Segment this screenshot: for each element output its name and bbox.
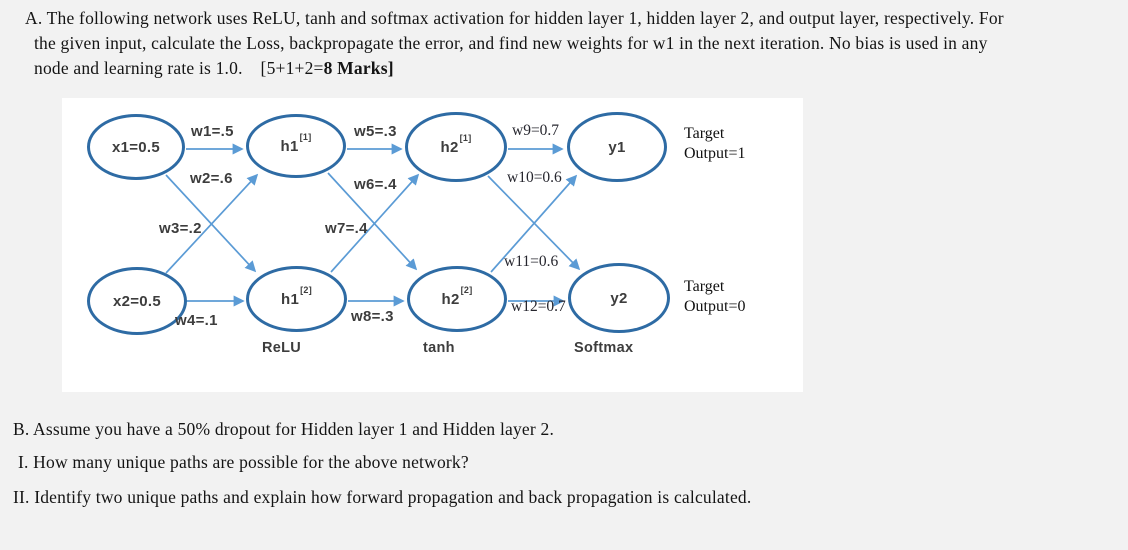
node-x2-label: x2=0.5 <box>112 292 162 310</box>
target-output-y2-line2: Output=0 <box>684 298 746 315</box>
question-a-line-1: A. The following network uses ReLU, tanh… <box>25 8 1004 28</box>
node-h2-2: h2[2] <box>407 266 507 332</box>
node-h1-1-superscript: [1] <box>299 132 312 142</box>
node-y2-label: y2 <box>610 289 628 307</box>
network-diagram: x1=0.5 x2=0.5 h1[1] h1[2] h2[1] h2[2] y1… <box>62 98 803 392</box>
question-a-line-3: node and learning rate is 1.0. [5+1+2=8 … <box>34 56 394 81</box>
node-x1-label: x1=0.5 <box>111 138 161 156</box>
node-h2-2-label: h2 <box>441 290 460 308</box>
target-output-y2-line1: Target <box>684 278 725 295</box>
edge-w2-x1-to-h1-2 <box>165 174 257 273</box>
target-output-y1: Target Output=1 <box>684 124 745 164</box>
target-output-y1-line1: Target <box>684 125 725 142</box>
weight-w2-label: w2=.6 <box>190 170 233 187</box>
node-x1: x1=0.5 <box>87 114 185 180</box>
weight-w5-label: w5=.3 <box>354 123 397 140</box>
node-h1-2-label: h1 <box>280 290 300 308</box>
node-h1-1: h1[1] <box>246 114 346 178</box>
weight-w1-label: w1=.5 <box>191 123 234 140</box>
node-h2-1-label: h2 <box>440 138 459 156</box>
node-h2-2-superscript: [2] <box>460 285 473 295</box>
node-h2-1: h2[1] <box>405 112 507 182</box>
node-y2: y2 <box>568 263 670 333</box>
activation-tanh-label: tanh <box>423 340 455 356</box>
edge-w3-x2-to-h1-1 <box>165 173 259 274</box>
marks-label: 8 Marks] <box>323 58 394 78</box>
network-edges <box>165 143 581 307</box>
target-output-y1-line2: Output=1 <box>684 145 746 162</box>
question-a-line-2: the given input, calculate the Loss, bac… <box>34 33 988 53</box>
node-h1-1-label: h1 <box>280 137 299 155</box>
question-a-line-3-text: node and learning rate is 1.0. [5+1+2= <box>34 58 324 78</box>
weight-w11-label: w11=0.6 <box>504 253 559 270</box>
question-b-item-ii: II. Identify two unique paths and explai… <box>13 487 752 507</box>
edge-w10-h2-2-to-y1 <box>490 174 578 273</box>
weight-w10-label: w10=0.6 <box>507 169 562 186</box>
node-y1-label: y1 <box>608 138 626 156</box>
edge-w11-h2-1-to-y2 <box>487 175 581 271</box>
weight-w7-label: w7=.4 <box>325 220 368 237</box>
weight-w12-label: w12=0.7 <box>511 298 566 315</box>
node-h1-2-superscript: [2] <box>300 285 312 295</box>
node-y1: y1 <box>567 112 667 182</box>
weight-w6-label: w6=.4 <box>354 176 397 193</box>
activation-relu-label: ReLU <box>262 340 302 356</box>
activation-softmax-label: Softmax <box>574 340 634 356</box>
weight-w4-label: w4=.1 <box>175 312 218 329</box>
weight-w3-label: w3=.2 <box>159 220 202 237</box>
node-x2: x2=0.5 <box>87 267 187 335</box>
question-b-item-i: I. How many unique paths are possible fo… <box>18 452 469 472</box>
node-h1-2: h1[2] <box>246 266 347 332</box>
edge-w7-h1-2-to-h2-1 <box>330 173 420 273</box>
question-b-intro: B. Assume you have a 50% dropout for Hid… <box>13 419 555 439</box>
weight-w9-label: w9=0.7 <box>512 122 560 139</box>
edge-w6-h1-1-to-h2-2 <box>327 172 418 271</box>
target-output-y2: Target Output=0 <box>684 277 745 317</box>
node-h2-1-superscript: [1] <box>459 133 472 143</box>
weight-w8-label: w8=.3 <box>351 308 394 325</box>
